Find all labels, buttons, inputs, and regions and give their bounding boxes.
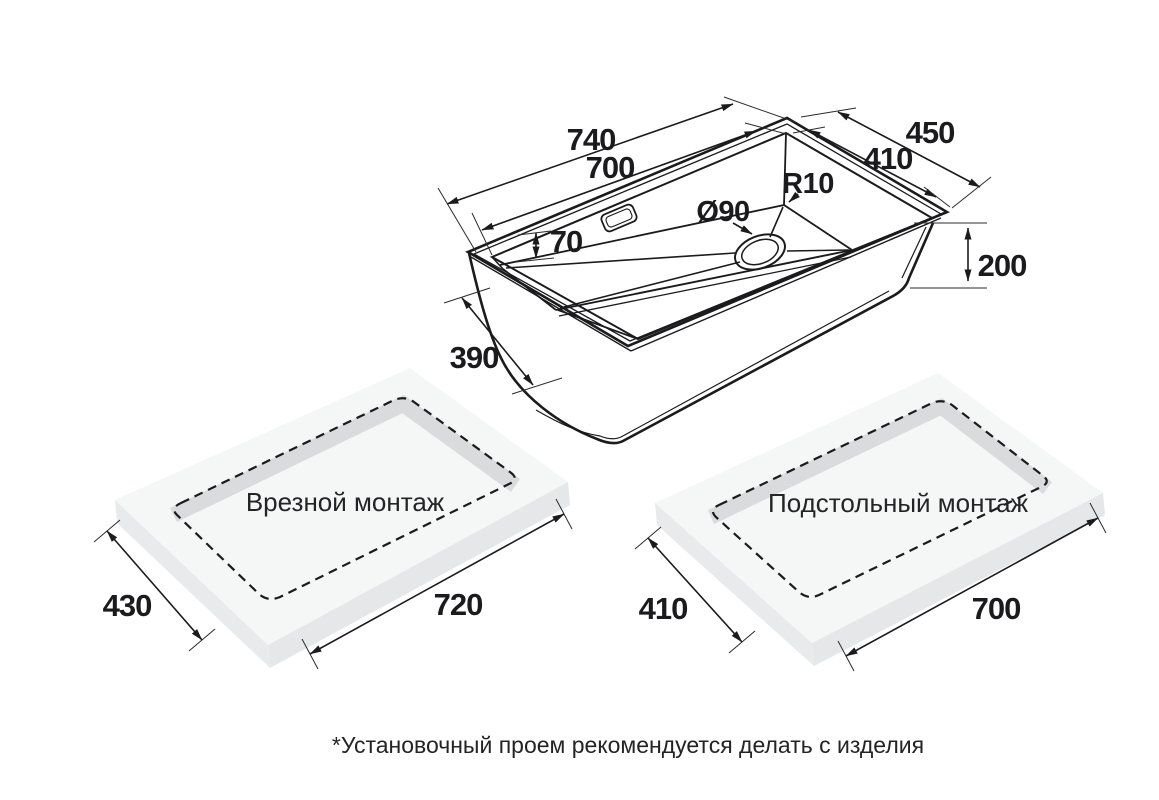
cutout-wall-back-left [170, 395, 411, 522]
cutout-outline-dashed [173, 397, 516, 601]
dim-430-label: 430 [103, 588, 152, 623]
dim-d90-label: Ø90 [696, 196, 749, 228]
overflow-slot [600, 203, 638, 233]
dimension-depth: 200 [910, 222, 1027, 289]
dimension-corner-radius: R10 [782, 168, 834, 203]
flush-mount-label: Врезной монтаж [246, 487, 445, 517]
dim-450-label: 450 [906, 115, 955, 150]
dim-200-label: 200 [978, 248, 1027, 283]
dimension-cutout-width-410: 410 [634, 526, 756, 654]
dim-70-label: 70 [550, 224, 582, 259]
dim-410b-label: 410 [639, 591, 688, 626]
cutout-wall-back-left [708, 398, 948, 524]
dimension-bottom-width: 390 [443, 287, 563, 395]
cutout-wall-back-right [395, 395, 520, 492]
undermount-diagram: Подстольный монтаж 410 700 [634, 373, 1107, 672]
drain-hole [734, 233, 786, 271]
dim-720-label: 720 [434, 587, 483, 622]
dim-700b-label: 700 [972, 591, 1021, 626]
cutout-outline-dashed [711, 400, 1048, 599]
footnote: *Установочный проем рекомендуется делать… [332, 732, 924, 758]
sink-dimensions: 740 700 450 410 70 [437, 96, 1027, 395]
dimension-back-ledge: 70 [515, 224, 583, 263]
undermount-label: Подстольный монтаж [768, 488, 1029, 518]
dim-410-label: 410 [864, 141, 913, 176]
sink-bowl [491, 132, 933, 340]
dimension-cutout-length-720: 720 [301, 498, 573, 670]
dimension-cutout-width-430: 430 [93, 519, 216, 652]
dimension-cutout-length-700: 700 [837, 502, 1107, 672]
dimension-drain-diameter: Ø90 [696, 196, 753, 235]
dim-700-label: 700 [586, 150, 635, 185]
dimension-length-inner: 700 [471, 122, 791, 256]
cutout-wall-back-right [933, 398, 1052, 494]
dim-390-label: 390 [450, 340, 499, 375]
dim-r10-label: R10 [782, 168, 834, 200]
flush-mount-diagram: Врезной монтаж 430 720 [93, 368, 573, 670]
dimension-width-inner: 410 [792, 126, 951, 208]
